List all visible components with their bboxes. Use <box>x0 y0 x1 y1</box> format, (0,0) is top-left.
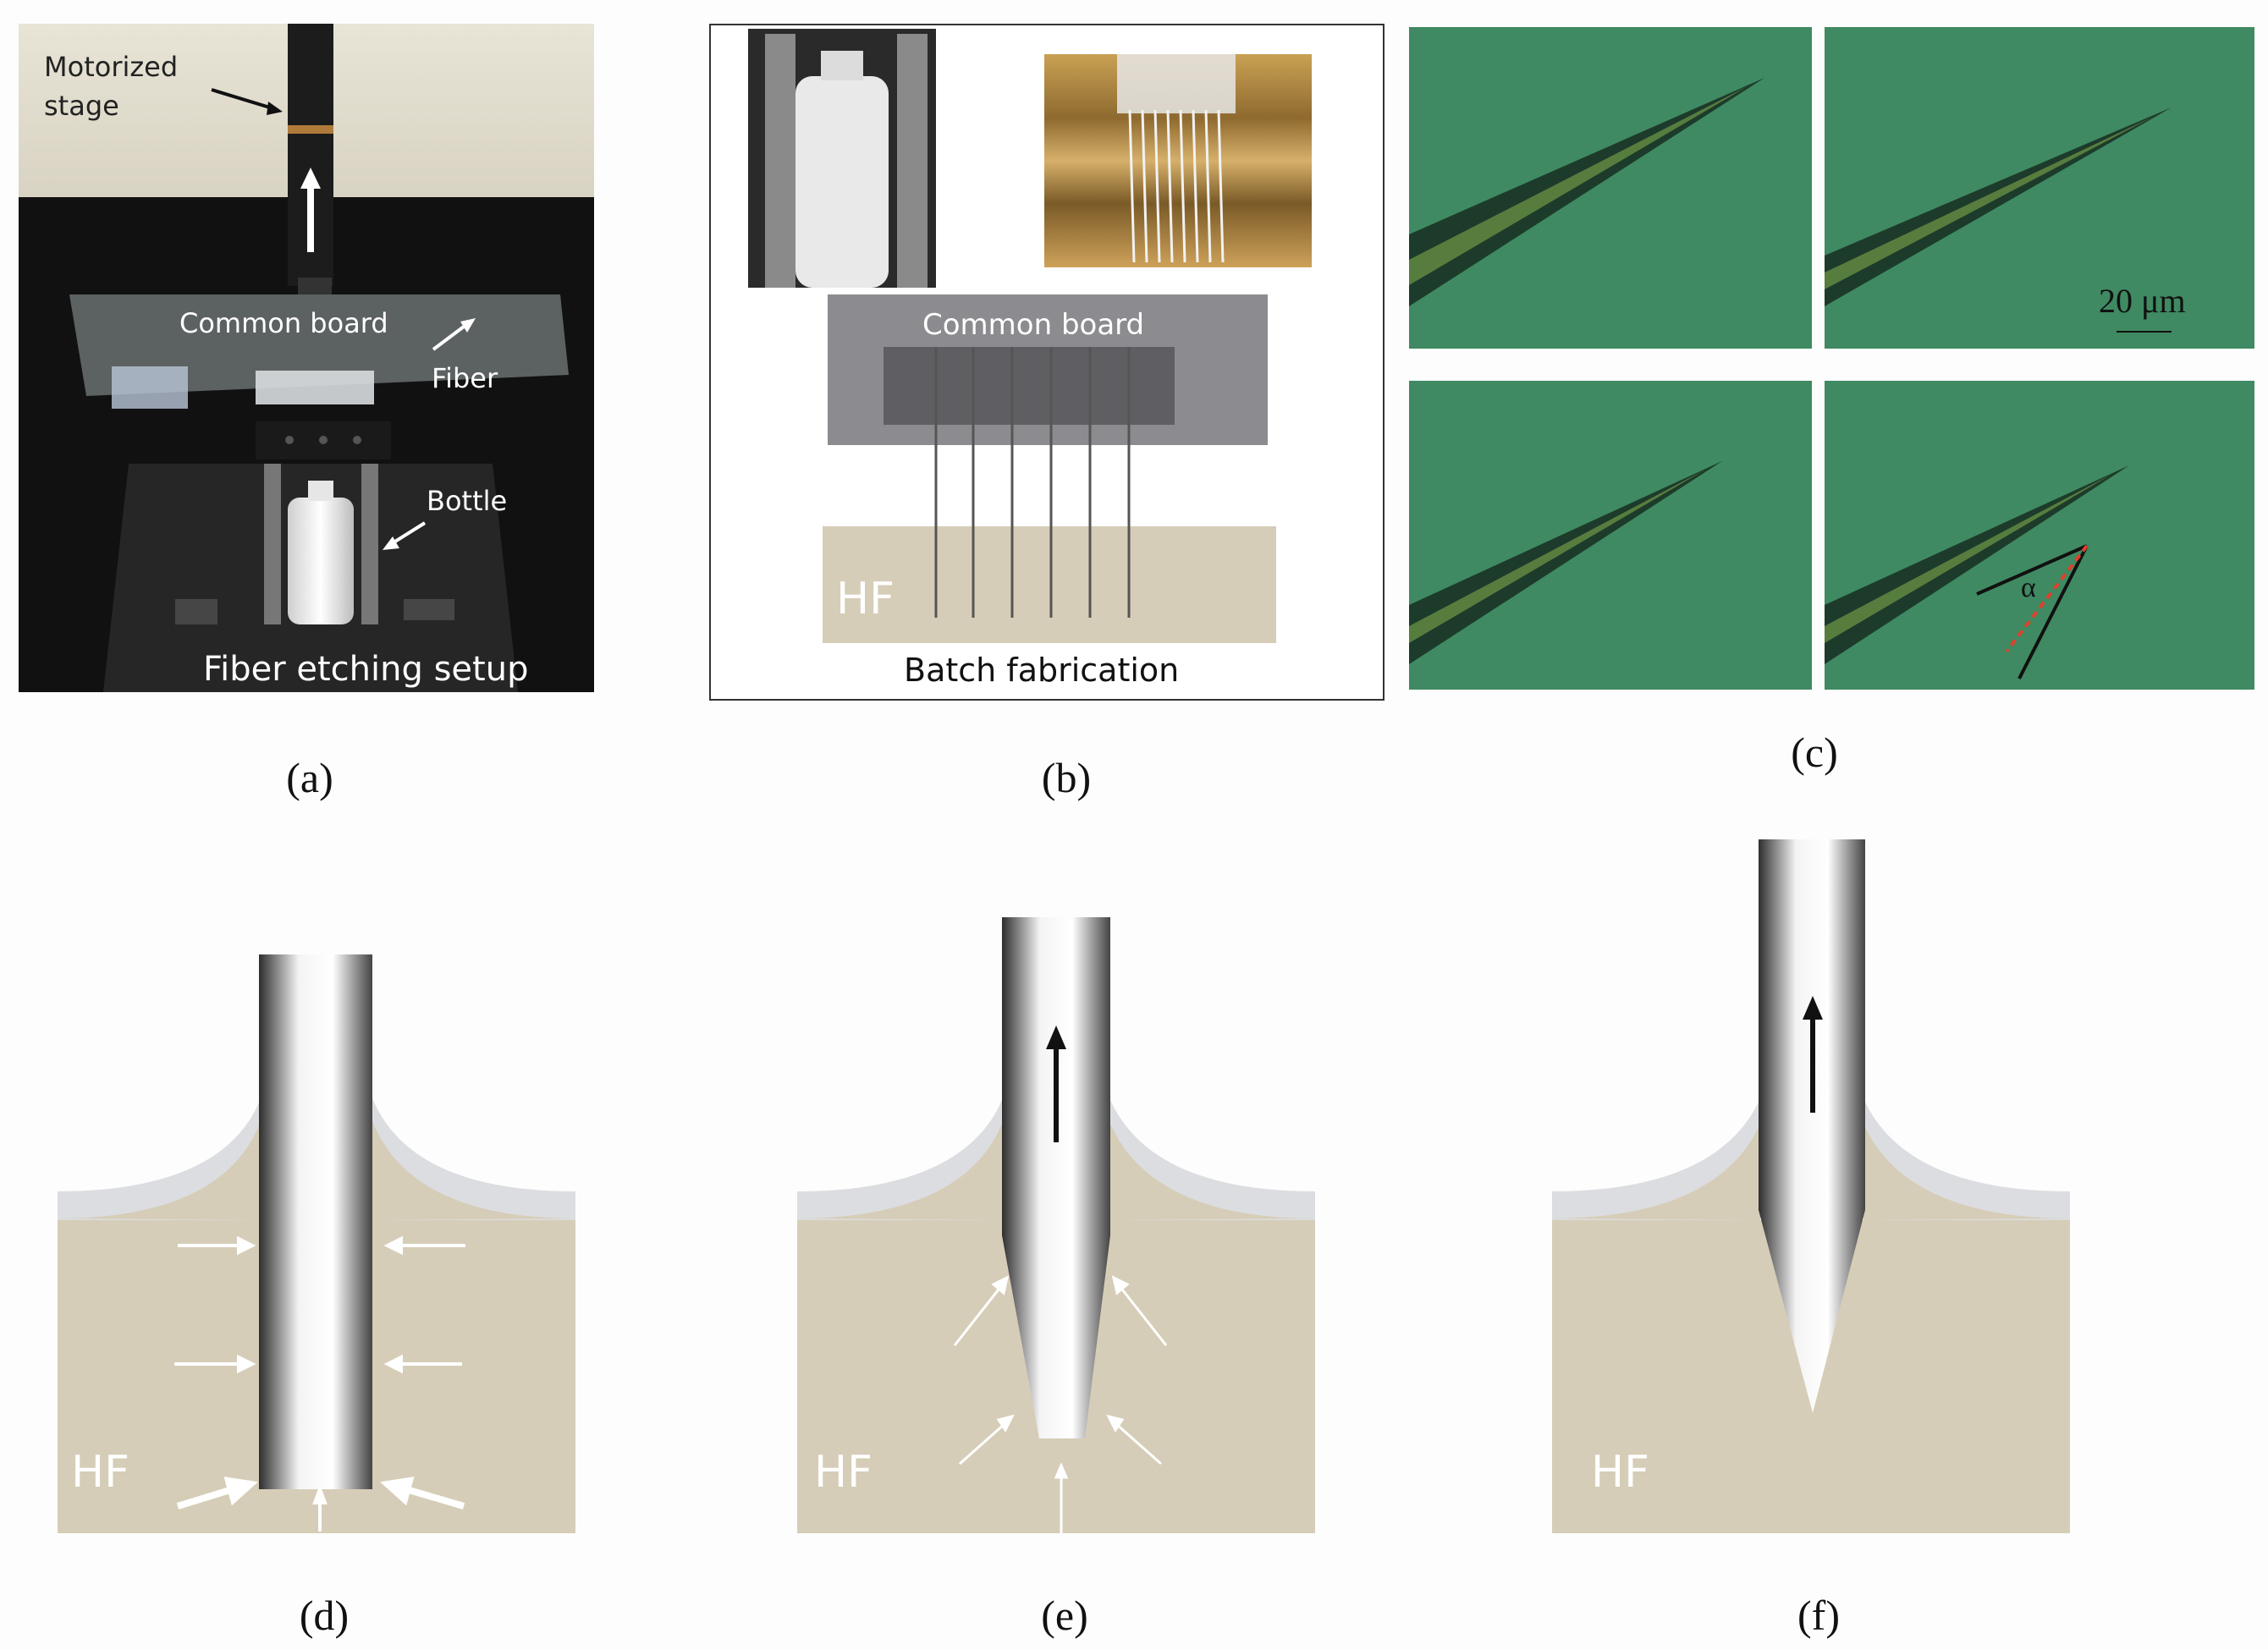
etch-stage-f: HF <box>1549 829 2090 1540</box>
etch-diagram-e <box>797 917 1315 1533</box>
etch-stage-d: HF <box>51 948 592 1540</box>
caption-a: (a) <box>286 754 333 801</box>
batch-label: Batch fabrication <box>904 652 1180 689</box>
micrograph-1 <box>1409 27 1812 349</box>
schematic-board-label: Common board <box>922 308 1145 342</box>
caption-c: (c) <box>1791 729 1838 776</box>
hf-label-b: HF <box>836 574 895 624</box>
stage-label-line1: Motorized <box>44 51 179 83</box>
etching-setup-illustration <box>19 24 594 692</box>
setup-label: Fiber etching setup <box>203 650 529 689</box>
micrograph-2: 20 μm <box>1825 27 2254 349</box>
hf-label-e: HF <box>814 1447 873 1498</box>
caption-f: (f) <box>1797 1592 1840 1639</box>
angle-alpha-label: α <box>2021 572 2036 603</box>
caption-e: (e) <box>1041 1592 1088 1639</box>
batch-fabrication-panel: Common board HF Batch fabrication <box>709 24 1384 701</box>
etch-stage-e: HF <box>794 905 1335 1540</box>
etching-setup-photo: Motorized stage Common board Fiber Bottl… <box>19 24 594 692</box>
bottle-label: Bottle <box>427 485 508 517</box>
caption-d: (d) <box>299 1592 350 1639</box>
hf-label-f: HF <box>1591 1447 1650 1498</box>
hf-label-d: HF <box>71 1447 130 1498</box>
fiber-tip-4 <box>1825 465 2129 679</box>
fiber-label: Fiber <box>432 362 498 394</box>
stage-label-line2: stage <box>44 90 119 122</box>
scale-bar-label: 20 μm <box>2099 282 2186 320</box>
micrograph-3 <box>1409 381 1812 690</box>
fiber-tip-1 <box>1409 78 1764 306</box>
micrograph-4: α <box>1825 381 2254 690</box>
caption-b: (b) <box>1041 754 1092 801</box>
batch-fabrication-illustration <box>748 29 1312 643</box>
board-label: Common board <box>179 307 388 339</box>
fiber-tip-2 <box>1825 107 2172 333</box>
etch-diagram-f <box>1552 839 2070 1533</box>
etch-diagram-d <box>58 954 575 1533</box>
fiber-tip-3 <box>1409 461 1722 664</box>
